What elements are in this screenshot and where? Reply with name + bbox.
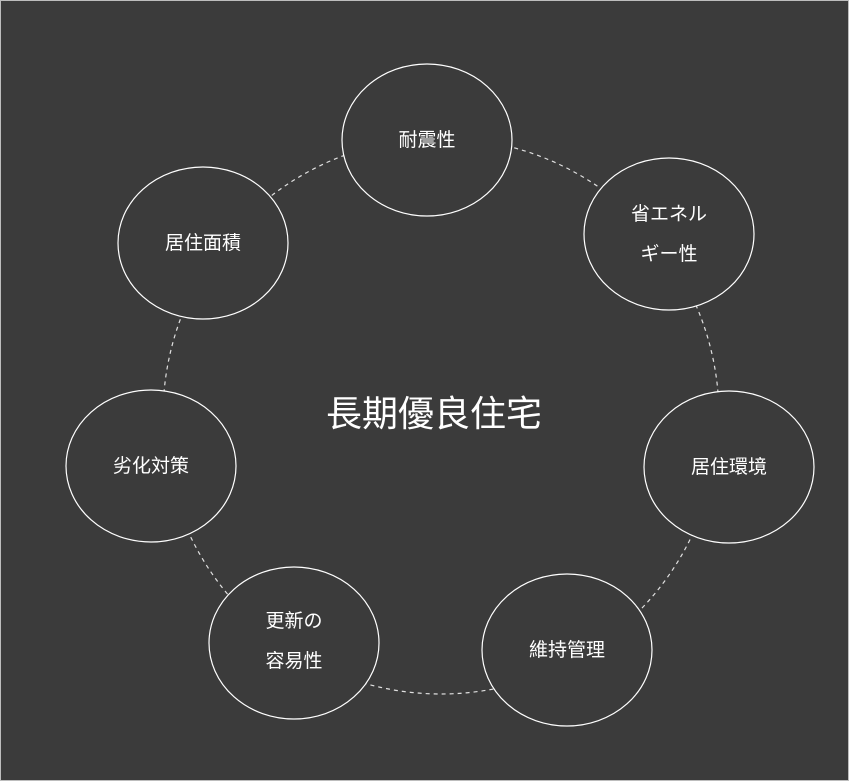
node-circle-energy (583, 157, 755, 311)
node-label-seismic: 耐震性 (398, 129, 456, 151)
node-circle-deterioration (65, 389, 237, 543)
center-title: 長期優良住宅 (325, 394, 543, 435)
node-label-floor-area: 居住面積 (164, 232, 242, 254)
node-circle-floor-area (117, 166, 289, 320)
node-circle-environment (643, 390, 815, 544)
node-circle-seismic (341, 63, 513, 217)
node-label-energy: 省エネルギー性 (630, 203, 708, 265)
node-label-maintenance: 維持管理 (528, 639, 606, 661)
node-label-deterioration: 劣化対策 (112, 455, 190, 477)
node-circle-renewal (208, 566, 380, 720)
node-circle-maintenance (481, 573, 653, 727)
node-label-renewal: 更新の容易性 (265, 610, 323, 672)
node-label-environment: 居住環境 (690, 456, 768, 478)
